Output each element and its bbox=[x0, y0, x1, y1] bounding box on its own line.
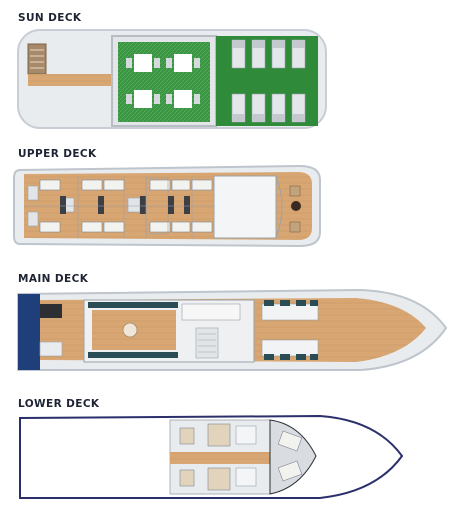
deck-label-lower: LOWER DECK bbox=[18, 398, 100, 410]
dining-table-icon bbox=[261, 300, 319, 360]
steering-wheel-icon bbox=[289, 185, 301, 233]
sun-deck-walkway bbox=[28, 74, 114, 86]
sun-deck-stairs bbox=[27, 43, 47, 75]
sun-deck bbox=[17, 29, 327, 129]
bed-icon bbox=[39, 179, 213, 233]
dining-table-icon bbox=[134, 54, 192, 108]
wheelhouse bbox=[213, 175, 277, 239]
deck-label-upper: UPPER DECK bbox=[18, 148, 97, 160]
bed-icon bbox=[179, 423, 231, 491]
sofa-icon bbox=[88, 302, 178, 358]
main-deck-bar bbox=[181, 303, 241, 321]
main-deck-stern bbox=[18, 294, 40, 370]
lower-deck bbox=[19, 414, 404, 499]
upper-deck bbox=[13, 164, 321, 248]
deck-label-sun: SUN DECK bbox=[18, 12, 82, 24]
main-deck-stairs bbox=[195, 327, 219, 359]
main-deck bbox=[17, 288, 448, 371]
deck-label-main: MAIN DECK bbox=[18, 273, 89, 285]
